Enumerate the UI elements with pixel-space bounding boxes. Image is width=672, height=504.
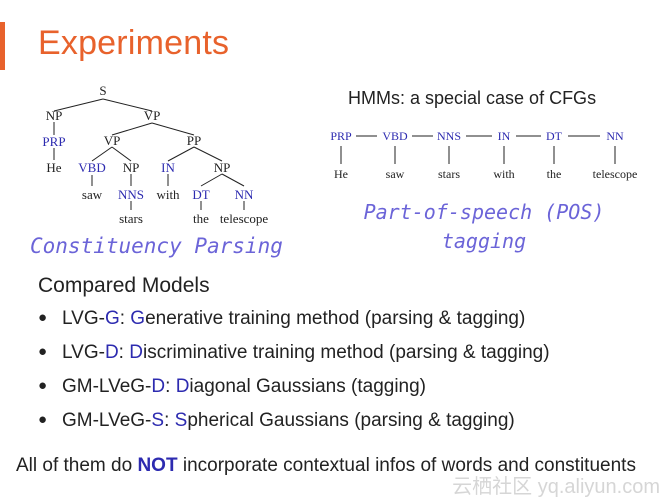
footer-note: All of them do NOT incorporate contextua…	[16, 455, 636, 477]
list-item: ● LVG-D: Discriminative training method …	[38, 342, 550, 376]
model-name-prefix: GM-LVeG-	[62, 410, 152, 431]
model-name-prefix: LVG-	[62, 342, 105, 363]
model-abbr: D	[104, 342, 119, 363]
bullet-icon: ●	[38, 343, 48, 360]
model-name-prefix: LVG-	[62, 308, 105, 329]
list-item: ● GM-LVeG-D: Diagonal Gaussians (tagging…	[38, 376, 550, 410]
model-sep: :	[118, 342, 130, 363]
model-initial: G	[130, 308, 146, 329]
model-name-prefix: GM-LVeG-	[62, 376, 152, 397]
node-NP: NP	[214, 160, 231, 175]
tree-edge	[167, 146, 195, 162]
model-initial: S	[174, 410, 188, 431]
footer-emphasis: NOT	[137, 455, 178, 476]
model-abbr: G	[104, 308, 120, 329]
node-PRP: PRP	[42, 134, 65, 149]
model-description: iscriminative training method (parsing &…	[142, 342, 550, 363]
word-with: with	[156, 187, 180, 202]
hmm-word-saw: saw	[386, 167, 405, 181]
hmm-chain: PRP VBD NNS IN DT NN He saw stars with t…	[330, 129, 637, 181]
bullet-icon: ●	[38, 377, 48, 394]
hmm-tag-VBD: VBD	[382, 129, 408, 143]
hmm-word-stars: stars	[438, 167, 460, 181]
node-VP: VP	[144, 108, 161, 123]
watermark: 云栖社区 yq.aliyun.com	[452, 476, 660, 498]
tree-edge	[221, 173, 245, 187]
hmm-word-with: with	[493, 167, 514, 181]
footer-text-post: incorporate contextual infos of words an…	[177, 455, 636, 476]
annotation-pos-line2: tagging	[442, 229, 526, 253]
word-stars: stars	[119, 211, 143, 226]
model-initial: D	[129, 342, 143, 363]
hmm-title: HMMs: a special case of CFGs	[348, 88, 597, 108]
tree-edge	[102, 98, 153, 112]
model-abbr: D	[151, 376, 166, 397]
model-description: pherical Gaussians (parsing & tagging)	[187, 410, 515, 431]
hmm-tag-NN: NN	[606, 129, 624, 143]
node-VBD: VBD	[78, 160, 105, 175]
slide-title: Experiments	[38, 24, 230, 62]
word-He: He	[46, 160, 61, 175]
tree-edge	[193, 146, 223, 162]
model-sep: :	[165, 376, 176, 397]
list-item: ● GM-LVeG-S: Spherical Gaussians (parsin…	[38, 410, 550, 444]
list-item: ● LVG-G: Generative training method (par…	[38, 308, 550, 342]
bullet-icon: ●	[38, 309, 48, 326]
annotation-constituency-parsing: Constituency Parsing	[30, 234, 283, 258]
tree-edge	[53, 98, 104, 112]
accent-bar	[0, 22, 5, 70]
node-DT: DT	[192, 187, 209, 202]
parse-tree: S NP VP PRP He VP PP VBD NP saw NNS star…	[42, 83, 268, 226]
node-PP: PP	[187, 133, 201, 148]
hmm-tag-IN: IN	[498, 129, 511, 143]
word-saw: saw	[82, 187, 103, 202]
section-title: Compared Models	[38, 274, 210, 297]
node-NP: NP	[46, 108, 63, 123]
model-description: iagonal Gaussians (tagging)	[189, 376, 427, 397]
bullet-icon: ●	[38, 411, 48, 428]
model-sep: :	[164, 410, 175, 431]
tree-edge	[200, 173, 223, 187]
models-list: ● LVG-G: Generative training method (par…	[38, 308, 550, 444]
hmm-tag-PRP: PRP	[330, 129, 352, 143]
tree-edge	[111, 122, 153, 136]
node-NN: NN	[235, 187, 254, 202]
model-initial: D	[175, 376, 190, 397]
node-S: S	[99, 83, 106, 98]
annotation-pos-line1: Part-of-speech (POS)	[364, 200, 605, 224]
hmm-tag-DT: DT	[546, 129, 563, 143]
tree-edge	[91, 146, 113, 162]
footer-text-pre: All of them do	[16, 455, 138, 476]
hmm-word-He: He	[334, 167, 348, 181]
word-telescope: telescope	[220, 211, 269, 226]
node-NP: NP	[123, 160, 140, 175]
word-the: the	[193, 211, 209, 226]
tree-edge	[151, 122, 195, 136]
node-VP: VP	[104, 133, 121, 148]
hmm-word-telescope: telescope	[593, 167, 638, 181]
model-description: enerative training method (parsing & tag…	[145, 308, 526, 329]
hmm-tag-NNS: NNS	[437, 129, 461, 143]
model-sep: :	[119, 308, 131, 329]
hmm-word-the: the	[547, 167, 562, 181]
model-abbr: S	[151, 410, 165, 431]
node-IN: IN	[161, 160, 175, 175]
tree-edge	[111, 146, 132, 162]
node-NNS: NNS	[118, 187, 144, 202]
